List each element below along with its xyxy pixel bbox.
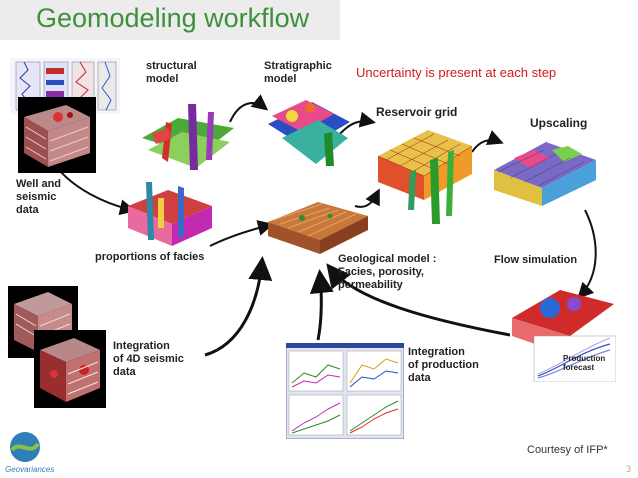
seismic-4d-image-2 (34, 330, 106, 408)
upscaling-image (494, 142, 596, 206)
label-geological-model: Geological model : Facies, porosity, per… (338, 253, 436, 292)
reservoir-grid-image (377, 130, 473, 224)
arrow-facies-to-geological (209, 220, 274, 247)
label-line: Stratigraphic (264, 60, 332, 72)
label-line: data (16, 204, 39, 216)
logo-text: Geovariances (5, 465, 55, 474)
label-line: Integration (113, 340, 170, 352)
arrow-production-to-geological (309, 269, 334, 341)
geovariances-logo-icon (10, 432, 40, 462)
production-data-image (286, 343, 404, 439)
label-well-seismic: Well and seismic data (16, 178, 61, 217)
label-stratigraphic-model: Stratigraphic model (264, 60, 332, 86)
flow-simulation-image (512, 290, 616, 382)
label-line: Facies, porosity, (338, 266, 424, 278)
uncertainty-note: Uncertainty is present at each step (356, 65, 557, 80)
stratigraphic-model-image (268, 100, 350, 166)
label-line: Geological model : (338, 253, 437, 265)
label-flow-simulation: Flow simulation (494, 254, 578, 266)
label-line: forecast (563, 363, 595, 372)
label-line: structural (146, 60, 197, 72)
label-4d-seismic: Integration of 4D seismic data (113, 340, 184, 379)
label-line: Integration (408, 346, 465, 358)
label-line: permeability (338, 279, 403, 291)
label-line: model (146, 73, 179, 85)
label-line: data (113, 366, 136, 378)
page-number: 3 (626, 464, 632, 474)
facies-proportions-image (128, 182, 212, 246)
label-reservoir-grid: Reservoir grid (376, 105, 458, 119)
label-facies-proportions: proportions of facies (95, 251, 205, 263)
label-upscaling: Upscaling (530, 116, 588, 130)
arrow-structural-to-strat (229, 94, 269, 123)
seismic-cube-image (18, 97, 96, 173)
label-line: of production (408, 359, 479, 371)
title-bar: Geomodeling workflow (0, 0, 340, 40)
arrow-reservoir-to-upscaling (471, 130, 504, 153)
arrow-upscaling-to-flow (577, 209, 597, 299)
slide-title: Geomodeling workflow (36, 3, 310, 33)
label-production-forecast: Production forecast (563, 354, 605, 372)
arrow-flow-to-geological (326, 263, 511, 337)
arrow-geo-to-reservoir (354, 188, 380, 208)
courtesy-note: Courtesy of IFP* (527, 444, 608, 456)
label-line: of 4D seismic (113, 353, 184, 365)
label-line: Well and (16, 178, 62, 190)
label-line: seismic (16, 191, 57, 203)
label-line: model (264, 73, 297, 85)
label-line: Production (563, 354, 606, 363)
geological-model-image (268, 202, 368, 254)
structural-model-image (142, 104, 234, 170)
label-production-data: Integration of production data (408, 346, 479, 385)
label-structural-model: structural model (146, 60, 197, 86)
arrow-4d-to-geological (204, 256, 273, 357)
label-line: data (408, 372, 431, 384)
